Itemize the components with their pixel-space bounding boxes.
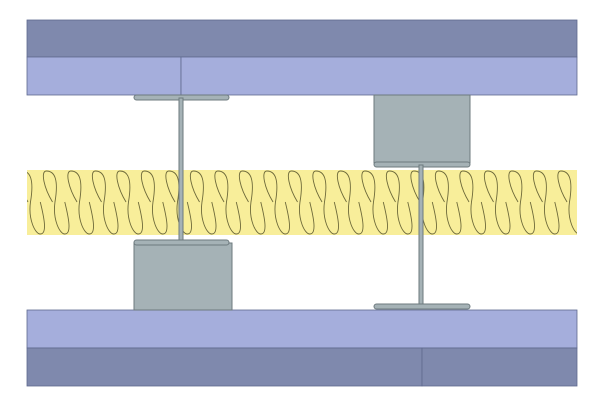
stud-bottom-flange (373, 303, 471, 310)
top-boards (26, 19, 578, 96)
left-stud (133, 94, 233, 311)
inner-board-top-right (180, 56, 578, 96)
inner-board-top-left (26, 56, 182, 96)
stud-web (178, 97, 184, 243)
inner-board-bottom (26, 309, 578, 349)
outer-board-top (26, 19, 578, 58)
stud-box (133, 242, 233, 311)
outer-board-bottom-left (26, 347, 423, 387)
outer-board-bottom-right (421, 347, 578, 387)
stud-web (418, 164, 424, 306)
right-stud (373, 94, 471, 310)
insulation-layer (27, 170, 577, 235)
stud-box (373, 94, 471, 164)
stud-bottom-flange (133, 239, 230, 246)
bottom-boards (26, 309, 578, 387)
